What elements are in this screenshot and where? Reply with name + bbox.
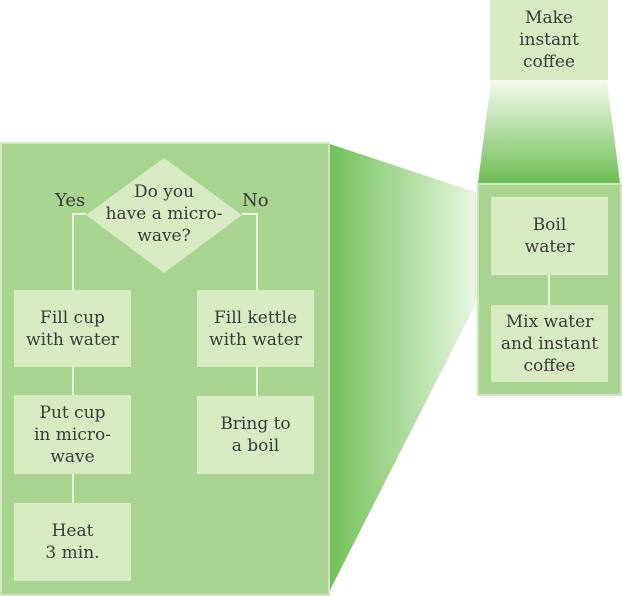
yes-label: Yes [55, 190, 86, 211]
bring-to-boil-box: Bring to a boil [197, 396, 314, 474]
no-label: No [242, 190, 269, 211]
fill-kettle-box: Fill kettle with water [197, 290, 314, 367]
make-instant-coffee-label: Make instant coffee [519, 8, 579, 72]
put-cup-label: Put cup in micro- wave [34, 402, 111, 467]
mix-water-label: Mix water and instant coffee [500, 311, 599, 376]
mix-water-box: Mix water and instant coffee [491, 305, 608, 382]
boil-water-label: Boil water [524, 215, 575, 257]
fill-kettle-label: Fill kettle with water [209, 307, 302, 350]
put-cup-box: Put cup in micro- wave [14, 395, 131, 474]
zoom-wedge-top [478, 80, 620, 183]
fill-cup-box: Fill cup with water [14, 290, 131, 367]
fill-cup-label: Fill cup with water [26, 307, 119, 350]
decision-label: Do you have a micro- wave? [105, 182, 223, 246]
heat-label: Heat 3 min. [45, 521, 100, 563]
make-instant-coffee-box: Make instant coffee [490, 0, 608, 80]
boil-water-box: Boil water [491, 197, 608, 275]
zoom-wedge-left [327, 143, 490, 596]
heat-box: Heat 3 min. [14, 503, 131, 581]
bring-to-boil-label: Bring to a boil [220, 414, 291, 456]
